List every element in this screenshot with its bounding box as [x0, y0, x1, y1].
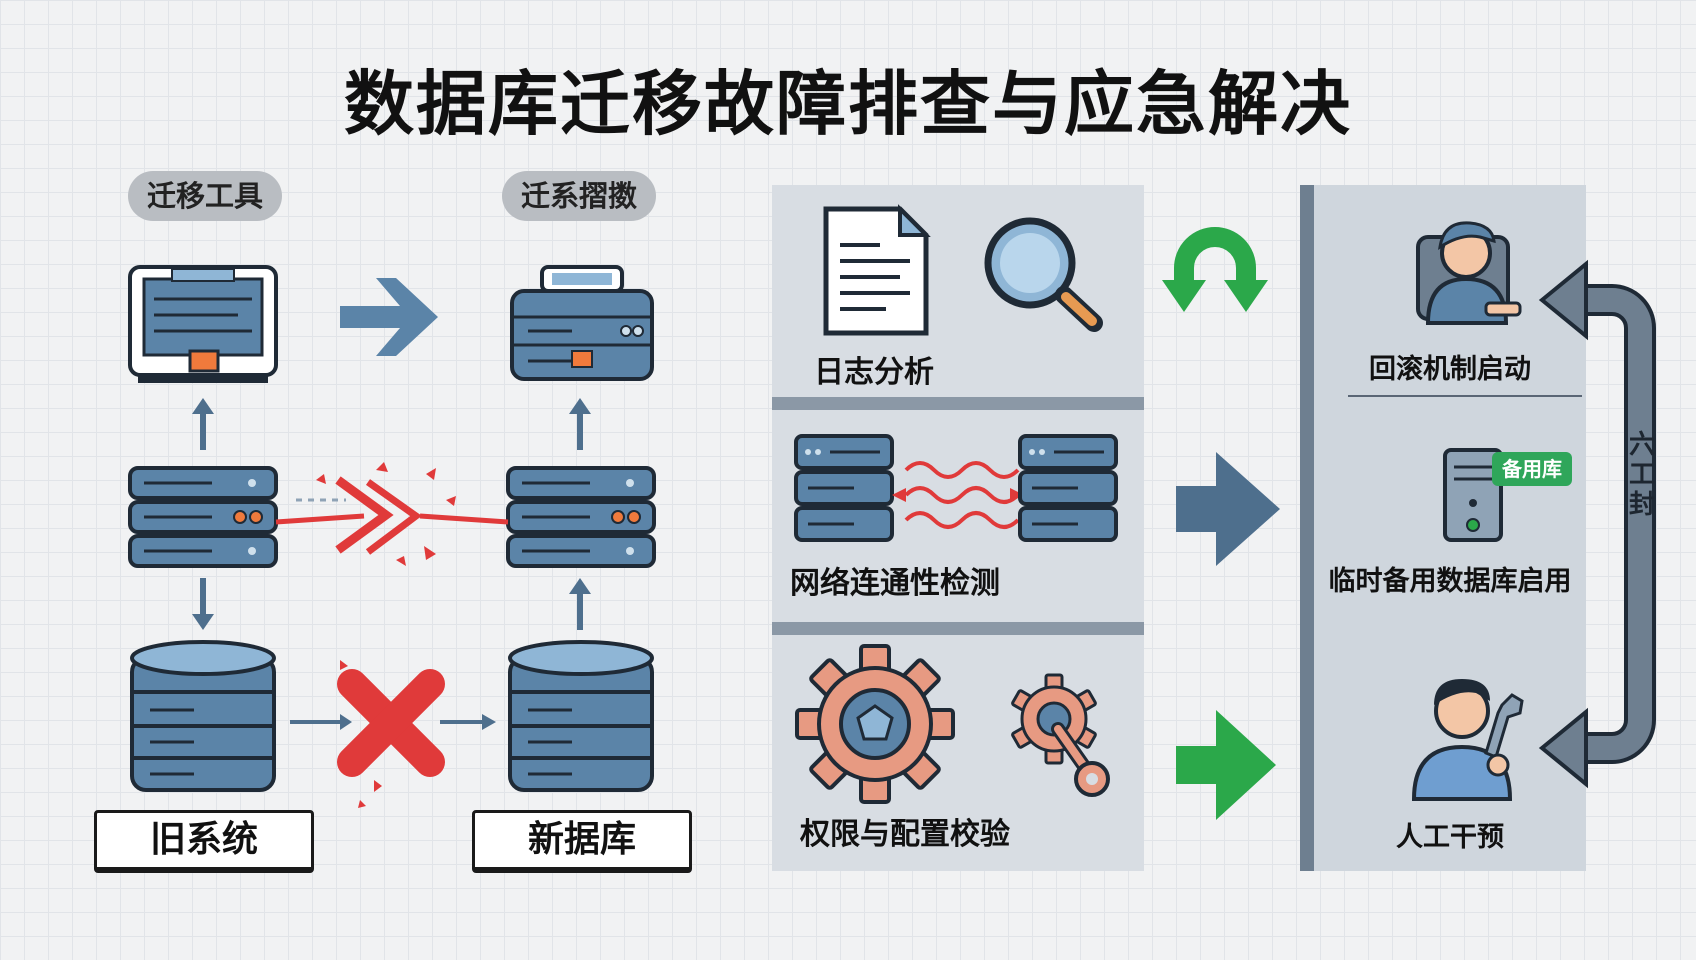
failed-transfer-icon	[290, 660, 496, 808]
troubleshooting-panel: 日志分析 网络连通性检测	[772, 185, 1144, 871]
arrow-right-icon	[1176, 452, 1280, 566]
signal-waves-icon	[892, 461, 1024, 529]
section-network-check: 网络连通性检测	[772, 410, 1144, 622]
section-permission-config: 权限与配置校验	[772, 635, 1144, 871]
old-server-icon	[128, 466, 278, 568]
section-label-log-analysis: 日志分析	[814, 355, 934, 390]
backup-server-icon	[1443, 448, 1503, 542]
migration-tool-terminal-icon	[128, 265, 278, 383]
loop-arrow-icon	[1162, 227, 1268, 312]
loop-side-text: 六工封	[1628, 430, 1655, 520]
document-icon	[823, 204, 931, 336]
migration-system-machine-icon	[510, 265, 654, 381]
divider	[772, 622, 1144, 635]
server-icon	[794, 434, 894, 542]
server-icon	[1018, 434, 1118, 542]
arrow-up-icon	[569, 578, 591, 630]
arrow-down-icon	[192, 578, 214, 630]
item-label-manual-intervention: 人工干预	[1396, 822, 1504, 853]
engineer-icon	[1416, 221, 1522, 325]
old-system-label: 旧系统	[94, 810, 314, 873]
item-label-rollback: 回滚机制启动	[1369, 354, 1531, 385]
section-label-network-check: 网络连通性检测	[790, 566, 1000, 601]
arrow-up-icon	[569, 398, 591, 450]
page-title: 数据库迁移故障排查与应急解决	[344, 63, 1352, 145]
gear-key-icon	[1011, 673, 1110, 797]
broken-connection-icon	[275, 462, 509, 566]
divider	[772, 397, 1144, 410]
return-loop-arrow-icon	[1538, 259, 1656, 789]
section-log-analysis: 日志分析	[772, 185, 1144, 397]
tag-migration-system: 迁系摺擞	[502, 171, 656, 221]
new-database-label: 新据库	[472, 810, 692, 873]
arrow-up-icon	[192, 398, 214, 450]
divider	[1348, 395, 1582, 397]
new-database-icon	[508, 640, 654, 792]
new-server-icon	[506, 466, 656, 568]
old-database-icon	[130, 640, 276, 792]
magnifier-icon	[984, 217, 1103, 332]
backup-db-badge: 备用库	[1492, 452, 1572, 486]
section-label-permission-config: 权限与配置校验	[800, 817, 1010, 852]
arrow-right-icon	[340, 278, 438, 356]
tag-migration-tool: 迁移工具	[128, 171, 282, 221]
loop-side-label: 六工封	[1624, 430, 1660, 520]
item-label-backup-db: 临时备用数据库启用	[1328, 566, 1572, 597]
gear-icon	[795, 644, 955, 804]
arrow-right-icon	[1176, 710, 1276, 820]
technician-icon	[1411, 679, 1524, 801]
emergency-panel: 回滚机制启动 备用库 临时备用数据库启用 人工干预	[1300, 185, 1586, 871]
